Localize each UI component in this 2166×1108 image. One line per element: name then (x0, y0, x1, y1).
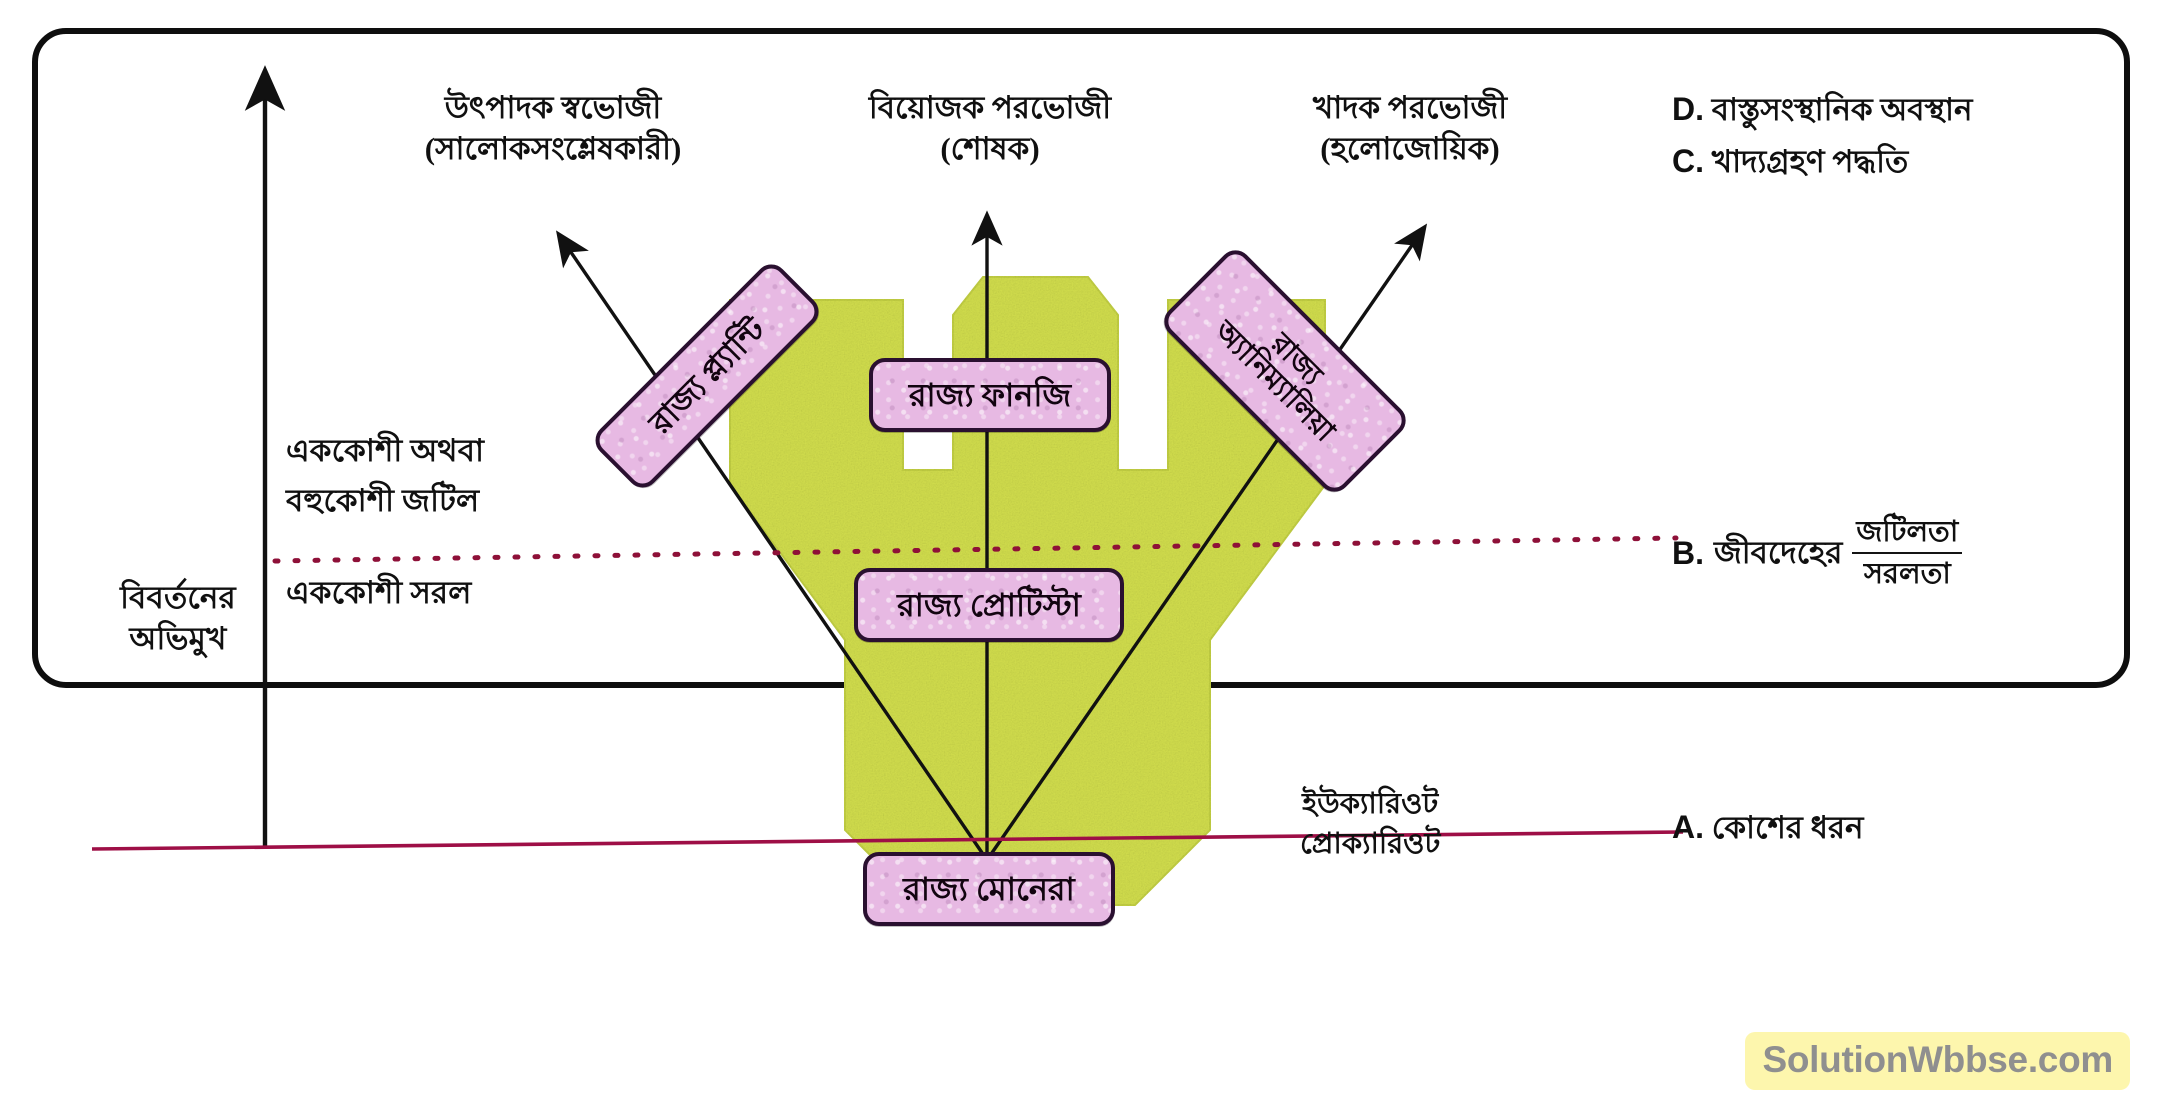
legend-b-fraction: জটিলতা সরলতা (1852, 513, 1963, 594)
legend-marker-b: B. (1672, 535, 1704, 572)
legend-label-a: কোশের ধরন (1711, 810, 1864, 845)
legend-a-fraction-top: ইউক্যারিওট (1302, 788, 1439, 820)
legend-marker-c: C. (1672, 143, 1704, 179)
column-heading-producer-line1: উৎপাদক স্বভোজী (444, 90, 662, 125)
legend-a-fraction: ইউক্যারিওট প্রোক্যারিওট (1296, 785, 1444, 864)
column-heading-producer-line2: (সালোকসংশ্লেষকারী) (424, 130, 682, 166)
watermark: SolutionWbbse.com (1745, 1032, 2130, 1090)
legend-marker-d: D. (1672, 91, 1704, 127)
kingdom-label-monera: রাজ্য মোনেরা (903, 870, 1075, 907)
kingdom-chip-protista[interactable]: রাজ্য প্রোটিস্টা (854, 568, 1124, 642)
y-axis-title-line1: বিবর্তনের (120, 580, 236, 615)
legend-label-c: খাদ্যগ্রহণ পদ্ধতি (1711, 144, 1909, 179)
y-axis-title: বিবর্তনের অভিমুখ (120, 578, 236, 660)
legend-b-fraction-bottom: সরলতা (1863, 558, 1951, 591)
tier-label-complex-line1: এককোশী অথবা (286, 433, 485, 468)
legend-item-d: D. বাস্তুসংস্থানিক অবস্থান (1672, 88, 1973, 131)
legend-label-d: বাস্তুসংস্থানিক অবস্থান (1711, 92, 1973, 127)
legend-b-fraction-top: জটিলতা (1852, 513, 1963, 555)
tier-label-complex-line2: বহুকোশী জটিল (286, 483, 480, 518)
column-heading-decomposer-line2: (শোষক) (940, 130, 1040, 166)
legend-item-c: C. খাদ্যগ্রহণ পদ্ধতি (1672, 140, 1908, 183)
legend-item-b: B. জীবদেহের জটিলতা সরলতা (1672, 513, 1963, 594)
column-heading-consumer: খাদক পরভোজী (হলোজোয়িক) (1313, 88, 1507, 170)
column-heading-decomposer: বিয়োজক পরভোজী (শোষক) (869, 88, 1111, 170)
column-heading-consumer-line2: (হলোজোয়িক) (1320, 130, 1500, 166)
column-heading-consumer-line1: খাদক পরভোজী (1312, 90, 1508, 125)
kingdom-label-protista: রাজ্য প্রোটিস্টা (897, 586, 1081, 623)
legend-item-a: A. কোশের ধরন (1672, 806, 1864, 849)
kingdom-label-fungi: রাজ্য ফানজি (908, 376, 1072, 413)
kingdom-chip-fungi[interactable]: রাজ্য ফানজি (869, 358, 1111, 432)
tier-label-simple: এককোশী সরল (286, 575, 472, 610)
legend-marker-a: A. (1672, 809, 1704, 845)
kingdom-chip-monera[interactable]: রাজ্য মোনেরা (863, 852, 1115, 926)
legend-label-b: জীবদেহের (1714, 534, 1843, 570)
column-heading-decomposer-line1: বিয়োজক পরভোজী (868, 90, 1112, 125)
legend-a-fraction-bottom: প্রোক্যারিওট (1300, 828, 1441, 861)
y-axis-title-line2: অভিমুখ (129, 620, 227, 656)
column-heading-producer: উৎপাদক স্বভোজী (সালোকসংশ্লেষকারী) (425, 88, 682, 170)
